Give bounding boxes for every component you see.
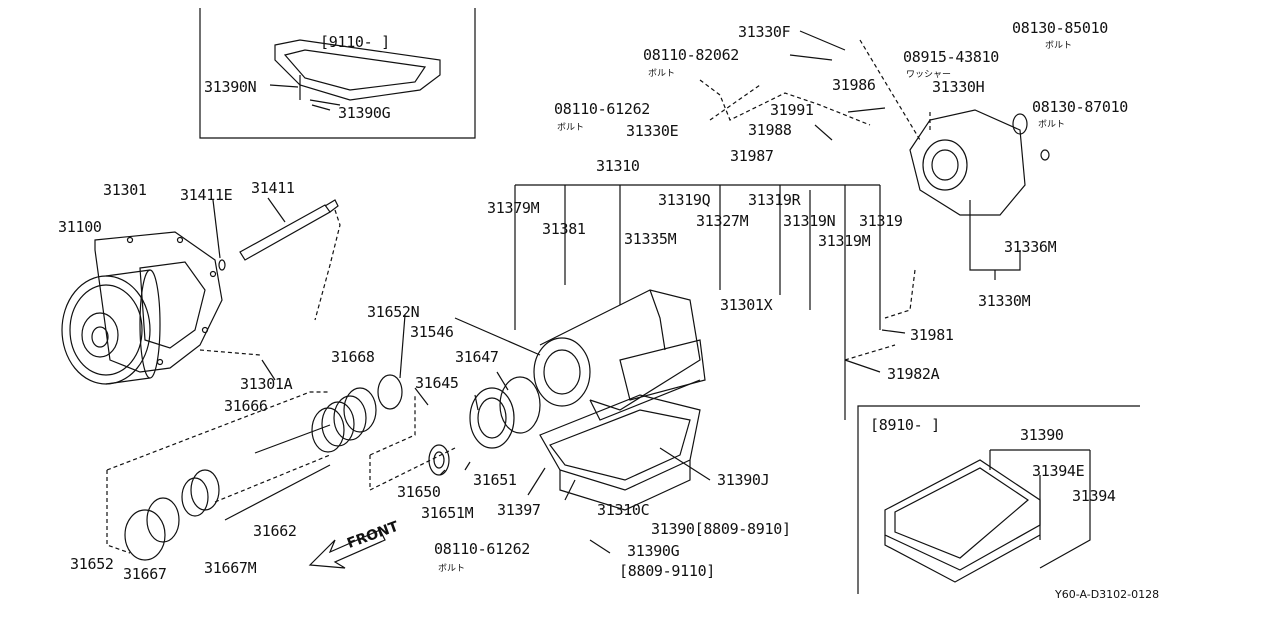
part-label-31390G-bottom: 31390G (627, 542, 680, 560)
part-label-31390-range: 31390[8809-8910] (651, 520, 791, 538)
part-label-31381: 31381 (542, 220, 586, 238)
part-sub-bolt-5: ボルト (438, 564, 466, 574)
part-label-31301X: 31301X (720, 296, 773, 314)
part-label-31982A: 31982A (887, 365, 940, 383)
part-label-31652: 31652 (70, 555, 114, 573)
part-label-31336M: 31336M (1004, 238, 1057, 256)
front-arrow (308, 529, 386, 569)
part-label-08130-85010: 08130-85010 (1012, 19, 1109, 37)
transmission-case (533, 289, 706, 421)
torque-converter (61, 269, 161, 385)
part-label-08110-82062: 08110-82062 (643, 46, 740, 64)
part-label-31981: 31981 (910, 326, 954, 344)
part-label-31991: 31991 (770, 101, 814, 119)
part-sub-bolt-4: ボルト (557, 123, 585, 133)
part-label-31327M: 31327M (696, 212, 749, 230)
part-label-31319: 31319 (859, 212, 903, 230)
part-sub-washer: ワッシャー (906, 70, 952, 80)
part-label-31986: 31986 (832, 76, 876, 94)
part-label-08110-61262-top: 08110-61262 (554, 100, 651, 118)
part-label-31652N: 31652N (367, 303, 420, 321)
oil-pan-right-inset (884, 459, 1041, 583)
part-label-31379M: 31379M (487, 199, 540, 217)
part-label-31100: 31100 (58, 218, 102, 236)
part-label-31390G-top: 31390G (338, 104, 391, 122)
part-label-31330F: 31330F (738, 23, 791, 41)
part-sub-bolt-3: ボルト (1038, 120, 1066, 130)
part-label-31390G-range: [8809-9110] (619, 562, 716, 580)
part-label-08130-87010: 08130-87010 (1032, 98, 1129, 116)
part-label-31319M: 31319M (818, 232, 871, 250)
part-label-31310C: 31310C (597, 501, 650, 519)
part-label-31397: 31397 (497, 501, 541, 519)
part-label-31411E: 31411E (180, 186, 233, 204)
oil-pump (428, 376, 541, 476)
diagram-code: Y60-A-D3102-0128 (1055, 588, 1160, 601)
part-label-31390N: 31390N (204, 78, 257, 96)
part-sub-bolt-2: ボルト (648, 69, 676, 79)
part-label-31667M: 31667M (204, 559, 257, 577)
part-label-31330E: 31330E (626, 122, 679, 140)
rear-extension (909, 109, 1050, 216)
part-label-31319R: 31319R (748, 191, 801, 209)
part-label-31330M: 31330M (978, 292, 1031, 310)
part-label-31394E: 31394E (1032, 462, 1085, 480)
inset-top-frame (199, 8, 476, 139)
leader-31310-group (514, 184, 881, 420)
part-label-31668: 31668 (331, 348, 375, 366)
part-label-31390J: 31390J (717, 471, 770, 489)
part-label-31666: 31666 (224, 397, 268, 415)
clutch-plates (124, 374, 403, 561)
part-sub-bolt-1: ボルト (1045, 41, 1073, 51)
part-label-31651M: 31651M (421, 504, 474, 522)
part-label-31335M: 31335M (624, 230, 677, 248)
part-label-31301: 31301 (103, 181, 147, 199)
part-label-31987: 31987 (730, 147, 774, 165)
part-label-31310: 31310 (596, 157, 640, 175)
part-label-31662: 31662 (253, 522, 297, 540)
part-label-31319Q: 31319Q (658, 191, 711, 209)
range-label-right: [8910- ] (870, 416, 940, 434)
part-label-31647: 31647 (455, 348, 499, 366)
part-label-08110-61262-bottom: 08110-61262 (434, 540, 531, 558)
part-label-31330H: 31330H (932, 78, 985, 96)
part-label-31301A: 31301A (240, 375, 293, 393)
part-label-31394: 31394 (1072, 487, 1116, 505)
part-label-31390-right: 31390 (1020, 426, 1064, 444)
range-label-top: [9110- ] (320, 33, 390, 51)
inset-right-frame (857, 405, 1140, 594)
part-label-31546: 31546 (410, 323, 454, 341)
oil-pan-top-inset (274, 39, 441, 106)
converter-housing (94, 231, 223, 373)
part-label-31411: 31411 (251, 179, 295, 197)
part-label-31645: 31645 (415, 374, 459, 392)
valve-body (539, 394, 701, 511)
part-label-08915-43810: 08915-43810 (903, 48, 1000, 66)
part-label-31667: 31667 (123, 565, 167, 583)
part-label-31651: 31651 (473, 471, 517, 489)
input-shaft (239, 199, 339, 261)
part-label-31319N: 31319N (783, 212, 836, 230)
part-label-31650: 31650 (397, 483, 441, 501)
part-label-31988: 31988 (748, 121, 792, 139)
